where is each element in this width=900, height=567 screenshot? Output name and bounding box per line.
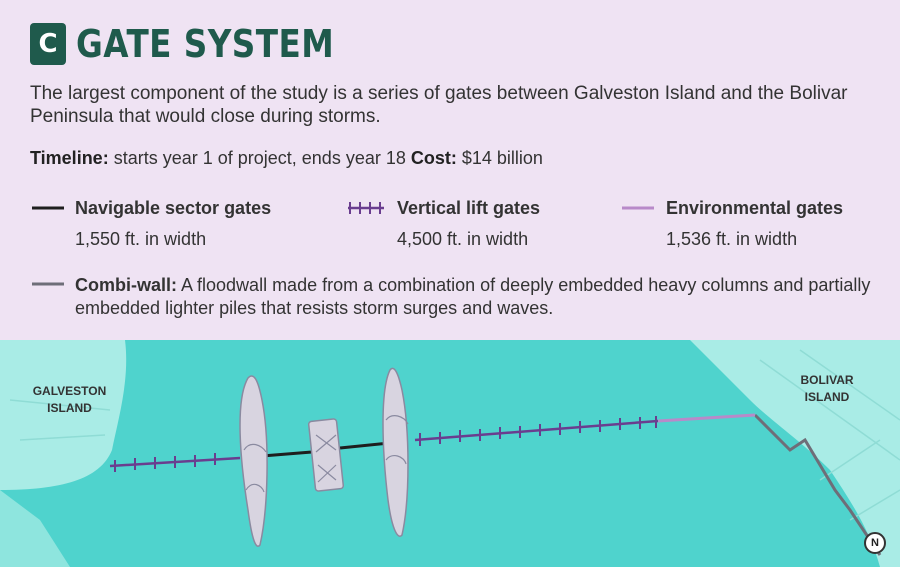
- vertical-gates-right-ticks: [419, 416, 657, 446]
- intro-text: The largest component of the study is a …: [30, 83, 848, 127]
- title-row: C GATE SYSTEM: [30, 22, 376, 66]
- bolivar-label-line2: ISLAND: [804, 390, 850, 404]
- legend-environmental-name: Environmental gates: [666, 198, 844, 218]
- galveston-label-line1: GALVESTON: [32, 384, 107, 398]
- sector-gate-left: [239, 375, 268, 547]
- galveston-streets: [9, 399, 111, 441]
- vertical-gate-swatch: [348, 202, 384, 214]
- timeline-label: Timeline:: [30, 148, 109, 168]
- navigable-gate-swatch: [32, 206, 64, 210]
- environmental-gate-swatch: [622, 206, 654, 210]
- galveston-shore: [0, 490, 70, 567]
- north-arrow-icon: N: [864, 532, 886, 554]
- galveston-island-land: [0, 340, 127, 490]
- legend-navigable-width: 1,550 ft. in width: [75, 229, 207, 249]
- legend-combi-name: Combi-wall:: [75, 275, 177, 295]
- navigable-gate-line-right: [339, 441, 391, 450]
- environmental-gates-line: [657, 413, 756, 423]
- timeline-text: Timeline: starts year 1 of project, ends…: [30, 148, 543, 169]
- page-title: GATE SYSTEM: [76, 22, 335, 66]
- legend-navigable-name: Navigable sector gates: [75, 198, 272, 218]
- sector-gate-right: [382, 367, 409, 537]
- legend-combi-description: A floodwall made from a combination of d…: [75, 275, 871, 318]
- navigable-gate-line-left: [261, 450, 313, 458]
- logo-icon: C: [30, 23, 66, 65]
- gate-details: [243, 415, 409, 493]
- center-gate: [307, 418, 345, 492]
- legend-environmental: Environmental gates 1,536 ft. in width: [666, 198, 843, 250]
- cost-value: $14 billion: [456, 148, 543, 168]
- combi-wall-swatch: [32, 282, 64, 286]
- gate-structures: [239, 367, 409, 547]
- legend-vertical: Vertical lift gates 4,500 ft. in width: [397, 198, 540, 250]
- legend-vertical-name: Vertical lift gates: [397, 198, 541, 218]
- timeline-value: starts year 1 of project, ends year 18: [108, 148, 411, 168]
- galveston-label: GALVESTON ISLAND: [22, 383, 117, 417]
- bolivar-island-land: [690, 340, 900, 567]
- legend-navigable: Navigable sector gates 1,550 ft. in widt…: [75, 198, 271, 250]
- vertical-gates-left-ticks: [114, 453, 216, 472]
- bolivar-label: BOLIVAR ISLAND: [787, 372, 867, 406]
- bolivar-streets: [759, 349, 900, 521]
- bolivar-label-line1: BOLIVAR: [800, 373, 854, 387]
- cost-label: Cost:: [410, 148, 457, 168]
- vertical-gates-right: [414, 419, 659, 442]
- galveston-label-line2: ISLAND: [47, 401, 92, 415]
- header-panel: [0, 0, 900, 340]
- gate-map: [0, 340, 900, 567]
- legend-environmental-width: 1,536 ft. in width: [666, 229, 798, 249]
- legend-vertical-width: 4,500 ft. in width: [397, 229, 529, 249]
- legend-combi-wall: Combi-wall: A floodwall made from a comb…: [75, 274, 875, 320]
